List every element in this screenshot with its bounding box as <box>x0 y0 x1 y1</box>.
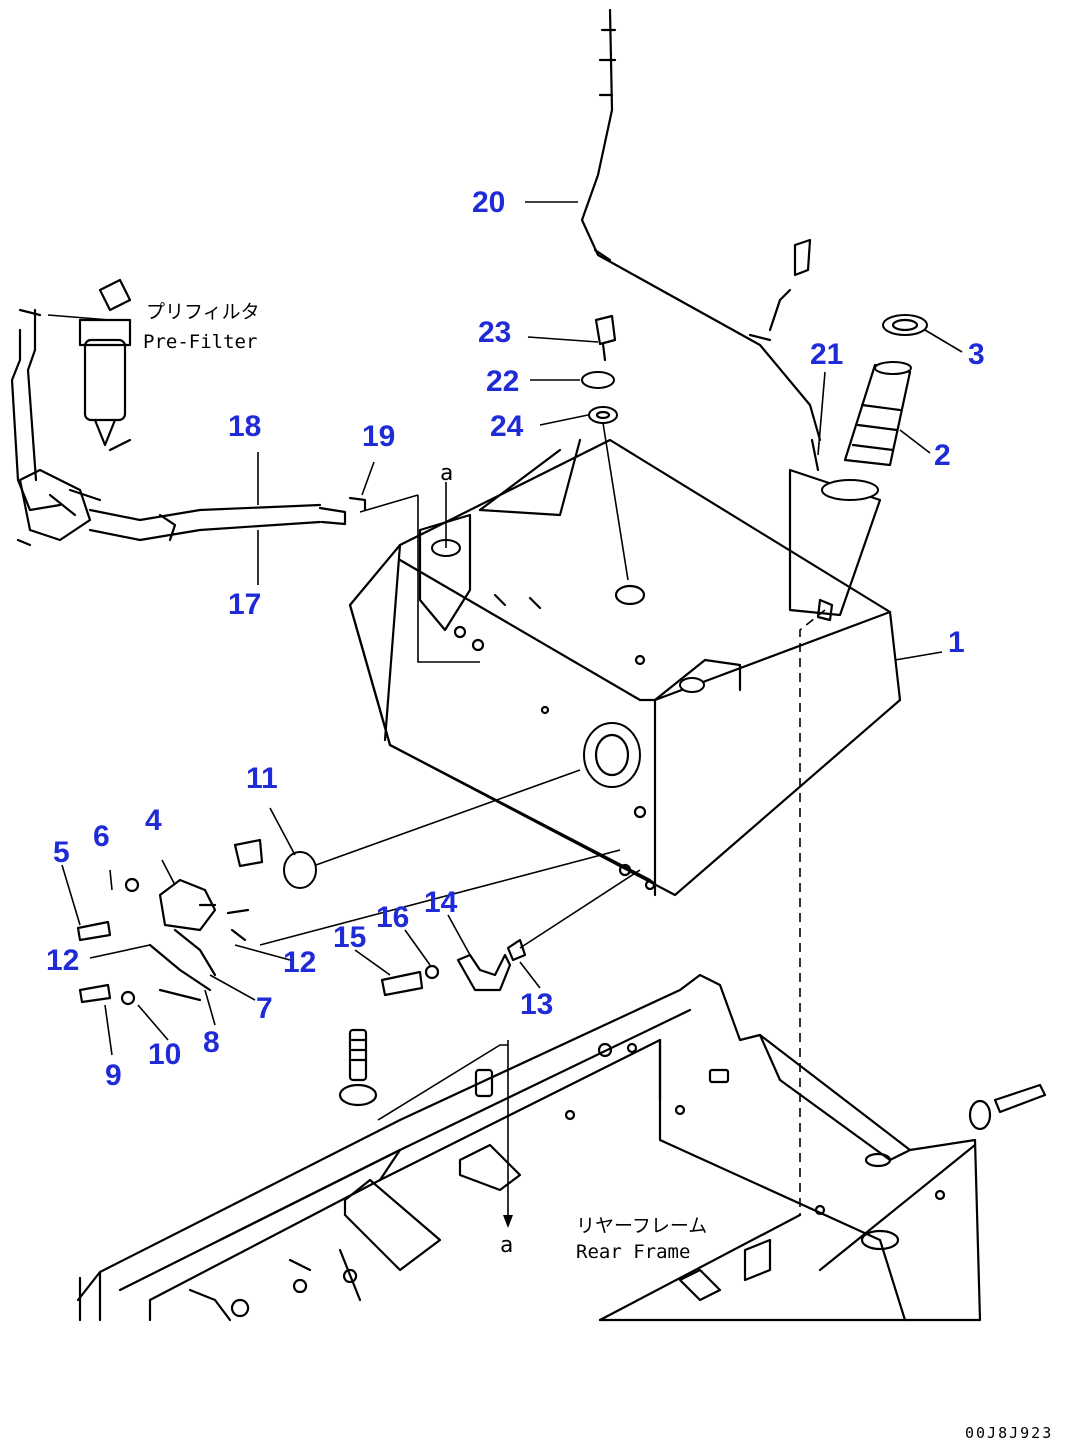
level-gauge-parts-drawing <box>76 769 621 1006</box>
part-number-21: 21 <box>810 338 843 371</box>
pre-filter-drawing <box>10 278 367 547</box>
part-number-12-right: 12 <box>283 946 316 979</box>
reference-arrows <box>445 482 513 1228</box>
part-number-20: 20 <box>472 186 505 219</box>
reference-mark-bottom: a <box>500 1233 513 1258</box>
part-number-8: 8 <box>203 1026 220 1059</box>
part-number-11: 11 <box>246 762 278 795</box>
prefilter-label-jp: プリフィルタ <box>146 301 260 323</box>
part-number-6: 6 <box>93 820 110 853</box>
part-number-4: 4 <box>145 804 162 837</box>
fuel-tank-drawing <box>348 438 902 897</box>
plug-parts-drawing <box>581 314 629 581</box>
part-number-24: 24 <box>490 410 524 443</box>
part-number-7: 7 <box>256 992 273 1025</box>
part-number-14: 14 <box>424 886 458 919</box>
part-number-10: 10 <box>148 1038 181 1071</box>
part-number-16: 16 <box>376 901 409 934</box>
part-number-12-left: 12 <box>46 944 79 977</box>
part-number-5: 5 <box>53 836 70 869</box>
part-number-3: 3 <box>968 338 985 371</box>
part-number-17: 17 <box>228 588 261 621</box>
part-number-22: 22 <box>486 365 519 398</box>
part-number-13: 13 <box>520 988 553 1021</box>
leader-lines <box>61 201 963 1056</box>
part-number-2: 2 <box>934 439 951 472</box>
part-number-15: 15 <box>333 921 366 954</box>
hose-and-gauge-drawing <box>580 8 928 1215</box>
part-number-9: 9 <box>105 1059 122 1092</box>
part-callouts: 1 2 3 4 5 6 7 8 9 10 11 12 12 13 14 15 1… <box>46 186 985 1092</box>
rear-frame-drawing <box>76 973 1047 1322</box>
part-number-18: 18 <box>228 410 261 443</box>
prefilter-label-en: Pre-Filter <box>143 331 257 353</box>
document-code: 00J8J923 <box>965 1424 1053 1442</box>
reference-mark-top: a <box>440 461 453 486</box>
clamp-parts-drawing <box>380 869 641 997</box>
rear-frame-label-jp: リヤーフレーム <box>576 1215 707 1237</box>
part-number-23: 23 <box>478 316 511 349</box>
rear-frame-label-en: Rear Frame <box>576 1241 690 1263</box>
part-number-19: 19 <box>362 420 395 453</box>
part-number-1: 1 <box>948 626 965 659</box>
